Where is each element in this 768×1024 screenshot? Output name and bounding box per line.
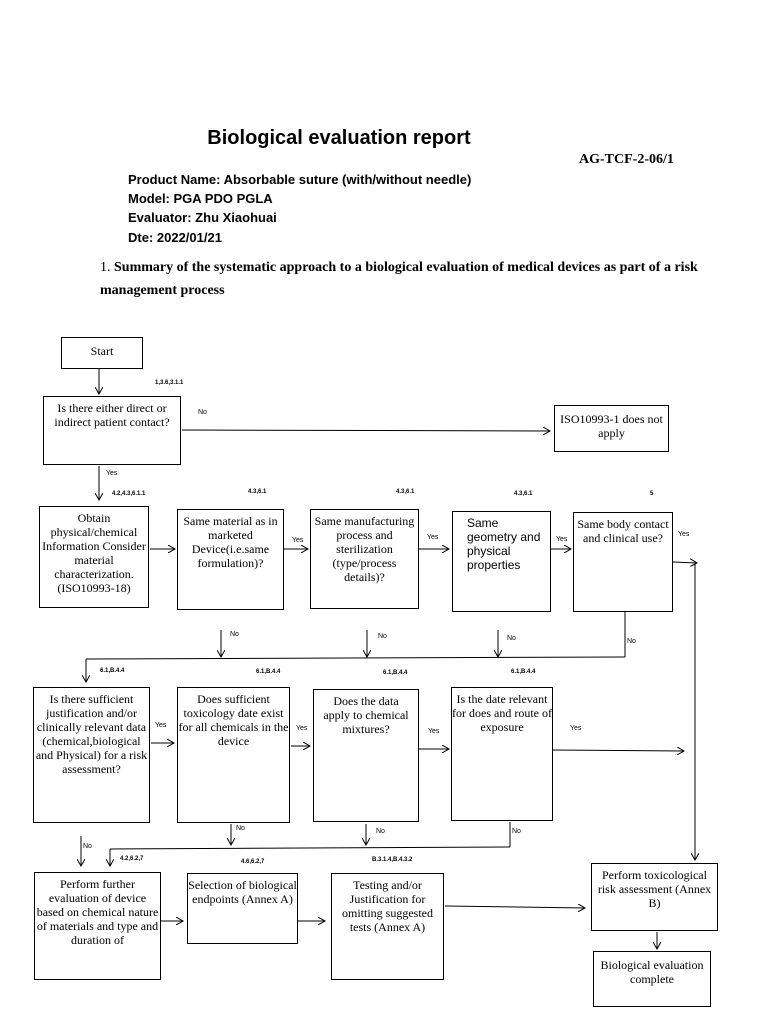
selection-endpoints-box: Selection of biological endpoints (Annex… bbox=[187, 873, 298, 944]
clause-reference: 4.2,6.2,7 bbox=[120, 856, 144, 862]
document-number: AG-TCF-2-06/1 bbox=[579, 152, 674, 167]
no-label: No bbox=[507, 635, 516, 642]
yes-label: Yes bbox=[155, 722, 167, 729]
clause-reference: 6.1,B.4.4 bbox=[383, 670, 408, 676]
yes-label: Yes bbox=[570, 725, 582, 732]
iso-not-apply-box: ISO10993-1 does not apply bbox=[554, 405, 669, 452]
patient-contact-question: Is there either direct or indirect patie… bbox=[43, 396, 181, 465]
summary-heading: 1. Summary of the systematic approach to… bbox=[100, 256, 700, 302]
clause-reference: 6.1,B.4.4 bbox=[256, 669, 281, 675]
clause-reference: 1,3.6,3.1.1 bbox=[155, 380, 184, 386]
product-name: Product Name: Absorbable suture (with/wi… bbox=[128, 172, 472, 187]
summary-text: Summary of the systematic approach to a … bbox=[100, 260, 698, 298]
no-label: No bbox=[512, 828, 521, 835]
perform-toxicological-box: Perform toxicological risk assessment (A… bbox=[591, 863, 718, 931]
same-geometry-question: Same geometry and physical properties bbox=[452, 511, 551, 612]
page-title: Biological evaluation report bbox=[207, 127, 471, 149]
yes-label: Yes bbox=[292, 537, 304, 544]
same-body-contact-question: Same body contact and clinical use? bbox=[573, 512, 673, 612]
clause-reference: 4.3,6.1 bbox=[514, 491, 533, 497]
clause-reference: 4.3,6.1 bbox=[396, 489, 415, 495]
date-relevant-question: Is the date relevant for does and route … bbox=[451, 687, 553, 821]
no-label: No bbox=[83, 843, 92, 850]
model: Model: PGA PDO PGLA bbox=[128, 191, 273, 206]
yes-label: Yes bbox=[428, 728, 440, 735]
clause-reference: 4.6,6.2,7 bbox=[241, 859, 265, 865]
yes-label: Yes bbox=[296, 725, 308, 732]
no-label: No bbox=[198, 409, 207, 416]
summary-number: 1. bbox=[100, 260, 111, 275]
clause-reference: 4.2,4.3,6.1.1 bbox=[112, 491, 146, 497]
no-label: No bbox=[236, 825, 245, 832]
data-apply-question: Does the data apply to chemical mixtures… bbox=[313, 689, 419, 822]
evaluation-complete-box: Biological evaluation complete bbox=[593, 951, 711, 1007]
no-label: No bbox=[230, 631, 239, 638]
yes-label: Yes bbox=[106, 470, 118, 477]
yes-label: Yes bbox=[678, 531, 690, 538]
clause-reference: 4.3,6.1 bbox=[248, 489, 267, 495]
further-evaluation-box: Perform further evaluation of device bas… bbox=[34, 872, 161, 980]
testing-justification-box: Testing and/or Justification for omittin… bbox=[331, 873, 444, 980]
obtain-information-box: Obtain physical/chemical Information Con… bbox=[39, 506, 149, 608]
same-material-question: Same material as in marketed Device(i.e.… bbox=[177, 509, 284, 610]
same-process-question: Same manufacturing process and steriliza… bbox=[310, 509, 419, 609]
no-label: No bbox=[627, 638, 636, 645]
sufficient-justification-question: Is there sufficient justification and/or… bbox=[33, 687, 150, 823]
clause-reference: B.3.1.4,B.4.3.2 bbox=[372, 857, 413, 863]
no-label: No bbox=[376, 828, 385, 835]
clause-reference: 6.1,B.4.4 bbox=[100, 668, 125, 674]
clause-reference: 6.1,B.4.4 bbox=[511, 669, 536, 675]
clause-reference: 5 bbox=[650, 491, 654, 497]
evaluator: Evaluator: Zhu Xiaohuai bbox=[128, 210, 277, 225]
date: Dte: 2022/01/21 bbox=[128, 230, 222, 245]
sufficient-toxicology-question: Does sufficient toxicology date exist fo… bbox=[177, 687, 290, 823]
yes-label: Yes bbox=[556, 536, 568, 543]
no-label: No bbox=[378, 633, 387, 640]
start-box: Start bbox=[61, 337, 143, 369]
yes-label: Yes bbox=[427, 534, 439, 541]
